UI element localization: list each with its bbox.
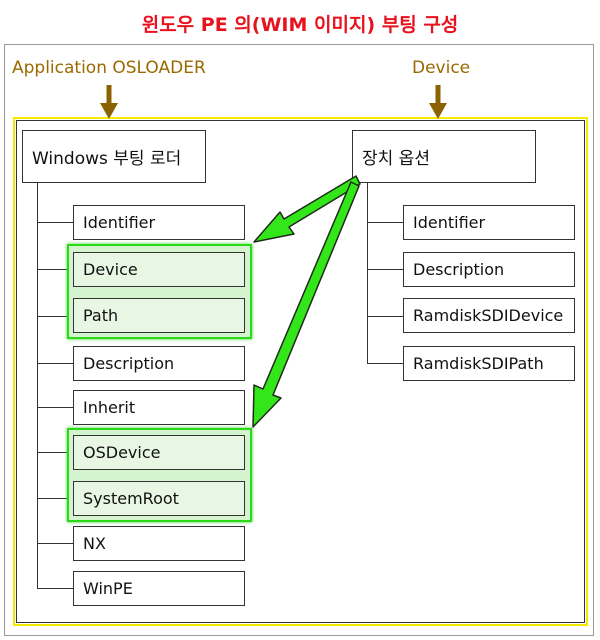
- diagram-title: 윈도우 PE 의(WIM 이미지) 부팅 구성: [141, 14, 459, 36]
- right-tree-trunk: [367, 183, 368, 363]
- right-item-description: Description: [403, 252, 575, 287]
- left-branch: [37, 498, 68, 499]
- left-item-winpe: WinPE: [73, 571, 245, 606]
- device-label: Device: [412, 58, 471, 78]
- left-item-description: Description: [73, 346, 245, 381]
- left-item-device: Device: [73, 252, 245, 287]
- left-branch: [37, 222, 73, 223]
- left-item-identifier: Identifier: [73, 205, 245, 240]
- left-tree-trunk: [37, 183, 38, 588]
- inner-frame: [13, 117, 588, 626]
- application-osloader-label: Application OSLOADER: [12, 58, 206, 78]
- label-arrow-left: [100, 85, 118, 119]
- left-branch: [37, 269, 68, 270]
- right-item-ramdisksdidevice: RamdiskSDIDevice: [403, 298, 575, 333]
- left-branch: [37, 407, 73, 408]
- inner-frame-border: [16, 120, 585, 623]
- outer-frame: [4, 44, 594, 636]
- left-item-nx: NX: [73, 526, 245, 561]
- left-item-systemroot: SystemRoot: [73, 481, 245, 516]
- right-item-ramdisksdipath: RamdiskSDIPath: [403, 346, 575, 381]
- left-branch: [37, 543, 73, 544]
- label-arrow-right: [429, 85, 447, 119]
- left-branch: [37, 588, 73, 589]
- right-branch: [367, 316, 403, 317]
- device-options-box: 장치 옵션: [352, 130, 536, 183]
- left-branch: [37, 316, 68, 317]
- right-branch: [367, 269, 403, 270]
- left-item-inherit: Inherit: [73, 390, 245, 425]
- left-item-path: Path: [73, 298, 245, 333]
- left-branch: [37, 363, 73, 364]
- green-arrow-to-osdevice: [252, 181, 360, 428]
- right-branch: [367, 363, 403, 364]
- windows-boot-loader-box: Windows 부팅 로더: [22, 130, 206, 183]
- left-item-osdevice: OSDevice: [73, 435, 245, 470]
- right-item-identifier: Identifier: [403, 205, 575, 240]
- left-branch: [37, 452, 68, 453]
- right-branch: [367, 222, 403, 223]
